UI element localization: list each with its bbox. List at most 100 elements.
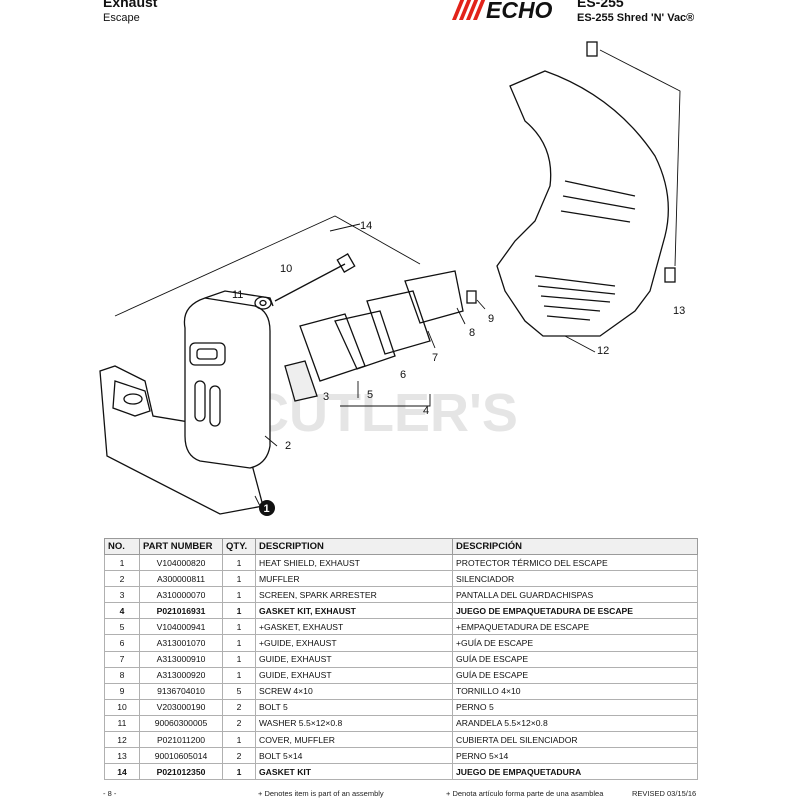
cell-description: COVER, MUFFLER — [255, 731, 453, 749]
assembly-note-en: + Denotes item is part of an assembly — [258, 789, 384, 798]
cell-no: 12 — [104, 731, 140, 749]
callout-14: 14 — [360, 220, 372, 232]
cell-qty: 2 — [222, 747, 256, 765]
cell-description: GUIDE, EXHAUST — [255, 666, 453, 684]
exploded-parts-diagram: CUTLER'S — [99, 41, 685, 516]
callout-2: 2 — [285, 440, 291, 452]
page-number: - 8 - — [103, 789, 117, 798]
callout-9: 9 — [488, 313, 494, 325]
callout-5: 5 — [367, 389, 373, 401]
section-title: Exhaust — [103, 0, 158, 10]
cell-description: GUIDE, EXHAUST — [255, 650, 453, 668]
model-header: ES-255 ES-255 Shred 'N' Vac® — [577, 0, 694, 25]
cell-part-number: V104000941 — [139, 618, 223, 636]
cell-qty: 1 — [222, 570, 256, 588]
cell-part-number: P021012350 — [139, 763, 223, 781]
section-subtitle: Escape — [103, 12, 140, 24]
model-number: ES-255 — [577, 0, 624, 10]
callout-3: 3 — [323, 391, 329, 403]
cell-part-number: P021016931 — [139, 602, 223, 620]
col-no: NO. — [104, 538, 140, 555]
parts-table: NO. PART NUMBER QTY. DESCRIPTION DESCRIP… — [104, 538, 698, 781]
cell-no: 13 — [104, 747, 140, 765]
cell-part-number: V203000190 — [139, 698, 223, 716]
cell-no: 14 — [104, 763, 140, 781]
cell-qty: 1 — [222, 553, 256, 572]
cell-part-number: A300000811 — [139, 570, 223, 588]
assembly-note-es: + Denota artículo forma parte de una asa… — [446, 789, 604, 798]
cell-descripcion: PANTALLA DEL GUARDACHISPAS — [452, 586, 698, 604]
cell-descripcion: PERNO 5 — [452, 698, 698, 716]
cell-part-number: P021011200 — [139, 731, 223, 749]
col-qty: QTY. — [222, 538, 256, 555]
cell-no: 7 — [104, 650, 140, 668]
cell-part-number: 90010605014 — [139, 747, 223, 765]
cell-description: +GUIDE, EXHAUST — [255, 634, 453, 652]
cell-descripcion: ARANDELA 5.5×12×0.8 — [452, 714, 698, 733]
section-header: Exhaust Escape — [103, 0, 157, 25]
col-part-number: PART NUMBER — [139, 538, 223, 555]
cell-no: 5 — [104, 618, 140, 636]
cell-qty: 1 — [222, 586, 256, 604]
cell-descripcion: GUÍA DE ESCAPE — [452, 650, 698, 668]
callout-6: 6 — [400, 369, 406, 381]
cell-no: 2 — [104, 570, 140, 588]
cell-qty: 5 — [222, 682, 256, 700]
cell-descripcion: CUBIERTA DEL SILENCIADOR — [452, 731, 698, 749]
brand-text: ECHO — [486, 0, 553, 22]
cell-qty: 2 — [222, 698, 256, 716]
echo-logo: ECHO — [452, 0, 553, 22]
cell-part-number: A313001070 — [139, 634, 223, 652]
cell-descripcion: TORNILLO 4×10 — [452, 682, 698, 700]
col-description: DESCRIPTION — [255, 538, 453, 555]
cell-qty: 1 — [222, 650, 256, 668]
callout-11: 11 — [232, 289, 243, 301]
cell-no: 6 — [104, 634, 140, 652]
cell-descripcion: SILENCIADOR — [452, 570, 698, 588]
cell-part-number: A313000910 — [139, 650, 223, 668]
cell-description: +GASKET, EXHAUST — [255, 618, 453, 636]
callout-10: 10 — [280, 263, 292, 275]
cell-qty: 1 — [222, 602, 256, 620]
cell-description: GASKET KIT — [255, 763, 453, 781]
cell-part-number: A310000070 — [139, 586, 223, 604]
cell-qty: 2 — [222, 714, 256, 733]
cell-description: MUFFLER — [255, 570, 453, 588]
cell-descripcion: PROTECTOR TÉRMICO DEL ESCAPE — [452, 553, 698, 572]
cell-qty: 1 — [222, 763, 256, 781]
cell-qty: 1 — [222, 618, 256, 636]
cell-descripcion: +GUÍA DE ESCAPE — [452, 634, 698, 652]
cell-descripcion: GUÍA DE ESCAPE — [452, 666, 698, 684]
col-descripcion: DESCRIPCIÓN — [452, 538, 698, 555]
cell-no: 4 — [104, 602, 140, 620]
cell-part-number: V104000820 — [139, 553, 223, 572]
callout-1: 1 — [264, 503, 270, 515]
cell-qty: 1 — [222, 666, 256, 684]
cell-descripcion: JUEGO DE EMPAQUETADURA DE ESCAPE — [452, 602, 698, 620]
cell-no: 9 — [104, 682, 140, 700]
cell-part-number: 90060300005 — [139, 714, 223, 733]
cell-descripcion: PERNO 5×14 — [452, 747, 698, 765]
cell-descripcion: JUEGO DE EMPAQUETADURA — [452, 763, 698, 781]
cell-descripcion: +EMPAQUETADURA DE ESCAPE — [452, 618, 698, 636]
cell-qty: 1 — [222, 634, 256, 652]
callout-4: 4 — [423, 405, 429, 417]
callout-12: 12 — [597, 345, 609, 357]
cell-description: BOLT 5 — [255, 698, 453, 716]
cell-part-number: A313000920 — [139, 666, 223, 684]
table-header-row: NO. PART NUMBER QTY. DESCRIPTION DESCRIP… — [104, 538, 698, 555]
cell-description: GASKET KIT, EXHAUST — [255, 602, 453, 620]
cell-no: 8 — [104, 666, 140, 684]
cell-part-number: 9136704010 — [139, 682, 223, 700]
cell-description: SCREW 4×10 — [255, 682, 453, 700]
